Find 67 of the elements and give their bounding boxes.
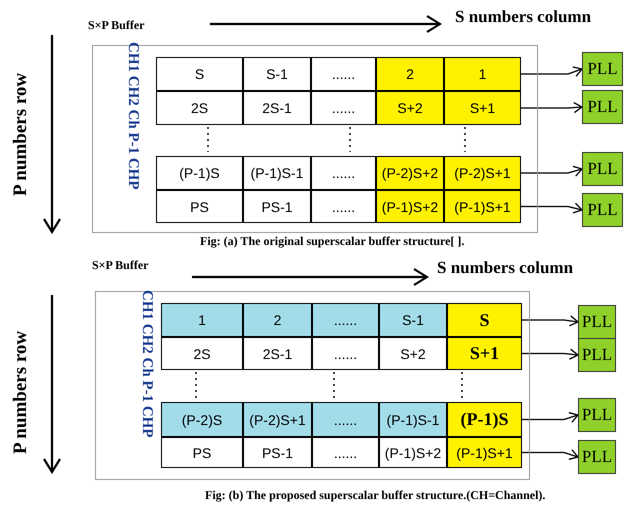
buffer-cell: 2S-1 [243,337,312,370]
arrow [522,449,579,460]
arrow [521,66,583,78]
buffer-cell: 1 [444,57,521,91]
buffer-cell: ...... [311,57,376,91]
buffer-cell: (P-1)S [447,402,522,437]
buffer-heading: S×P Buffer [88,18,145,33]
figure-caption: Fig: (b) The proposed superscalar buffer structure.(CH=Channel). [205,488,546,503]
buffer-cell: 2 [376,57,444,91]
axis-label: S numbers column [455,7,592,27]
buffer-cell: S-1 [243,57,311,91]
buffer-cell: (P-1)S-1 [379,402,447,437]
buffer-cell: S [156,57,243,91]
pll-block: PLL [582,52,623,86]
buffer-cell: ...... [311,190,376,223]
buffer-cell: S+1 [444,91,521,125]
buffer-cell: PS [156,190,243,223]
buffer-cell: PS [161,437,243,468]
arrow [522,348,579,360]
buffer-cell: (P-1)S+1 [447,437,522,468]
buffer-cell: (P-2)S+1 [444,156,521,190]
buffer-cell: 2S [156,91,243,125]
buffer-cell: ...... [312,402,379,437]
arrow [521,102,583,114]
buffer-cell: ...... [311,156,376,190]
buffer-cell: (P-1)S+1 [444,190,521,223]
buffer-cell: 2 [243,303,312,337]
buffer-cell: ...... [312,337,379,370]
buffer-cell: (P-1)S-1 [243,156,311,190]
buffer-cell: S+2 [376,91,444,125]
buffer-cell: (P-2)S [161,402,243,437]
buffer-cell: ...... [311,91,376,125]
buffer-cell: (P-1)S [156,156,243,190]
buffer-cell: ...... [312,437,379,468]
arrow [521,166,583,177]
buffer-cell: (P-2)S+2 [376,156,444,190]
pll-block: PLL [582,193,623,227]
pll-block: PLL [578,305,616,339]
figure-caption: Fig: (a) The original superscalar buffer structure[ ]. [200,234,464,249]
pll-block: PLL [578,398,616,432]
buffer-cell: S+2 [379,337,447,370]
buffer-cell: 2S-1 [243,91,311,125]
channel-labels: CH1 CH2 Ch P-1 CHP [138,290,155,438]
axis-label: P numbers row [10,72,32,198]
arrow [522,315,579,326]
buffer-cell: S [447,303,522,337]
buffer-cell: S+1 [447,337,522,370]
pll-block: PLL [582,152,623,186]
buffer-cell: PS-1 [243,190,311,223]
buffer-cell: (P-1)S+2 [379,437,447,468]
buffer-cell: (P-1)S+2 [376,190,444,223]
pll-block: PLL [578,338,616,372]
buffer-cell: (P-2)S+1 [243,402,312,437]
buffer-heading: S×P Buffer [92,258,149,273]
buffer-cell: 2S [161,337,243,370]
channel-labels: CH1 CH2 Ch P-1 CHP [124,42,141,190]
arrow [521,202,583,214]
buffer-cell: PS-1 [243,437,312,468]
buffer-cell: ...... [312,303,379,337]
arrow [522,412,579,423]
buffer-cell: 1 [161,303,243,337]
axis-label: P numbers row [10,330,32,456]
pll-block: PLL [582,90,623,124]
pll-block: PLL [578,440,616,474]
buffer-cell: S-1 [379,303,447,337]
buffer-frame [95,291,530,480]
axis-label: S numbers column [437,258,574,278]
